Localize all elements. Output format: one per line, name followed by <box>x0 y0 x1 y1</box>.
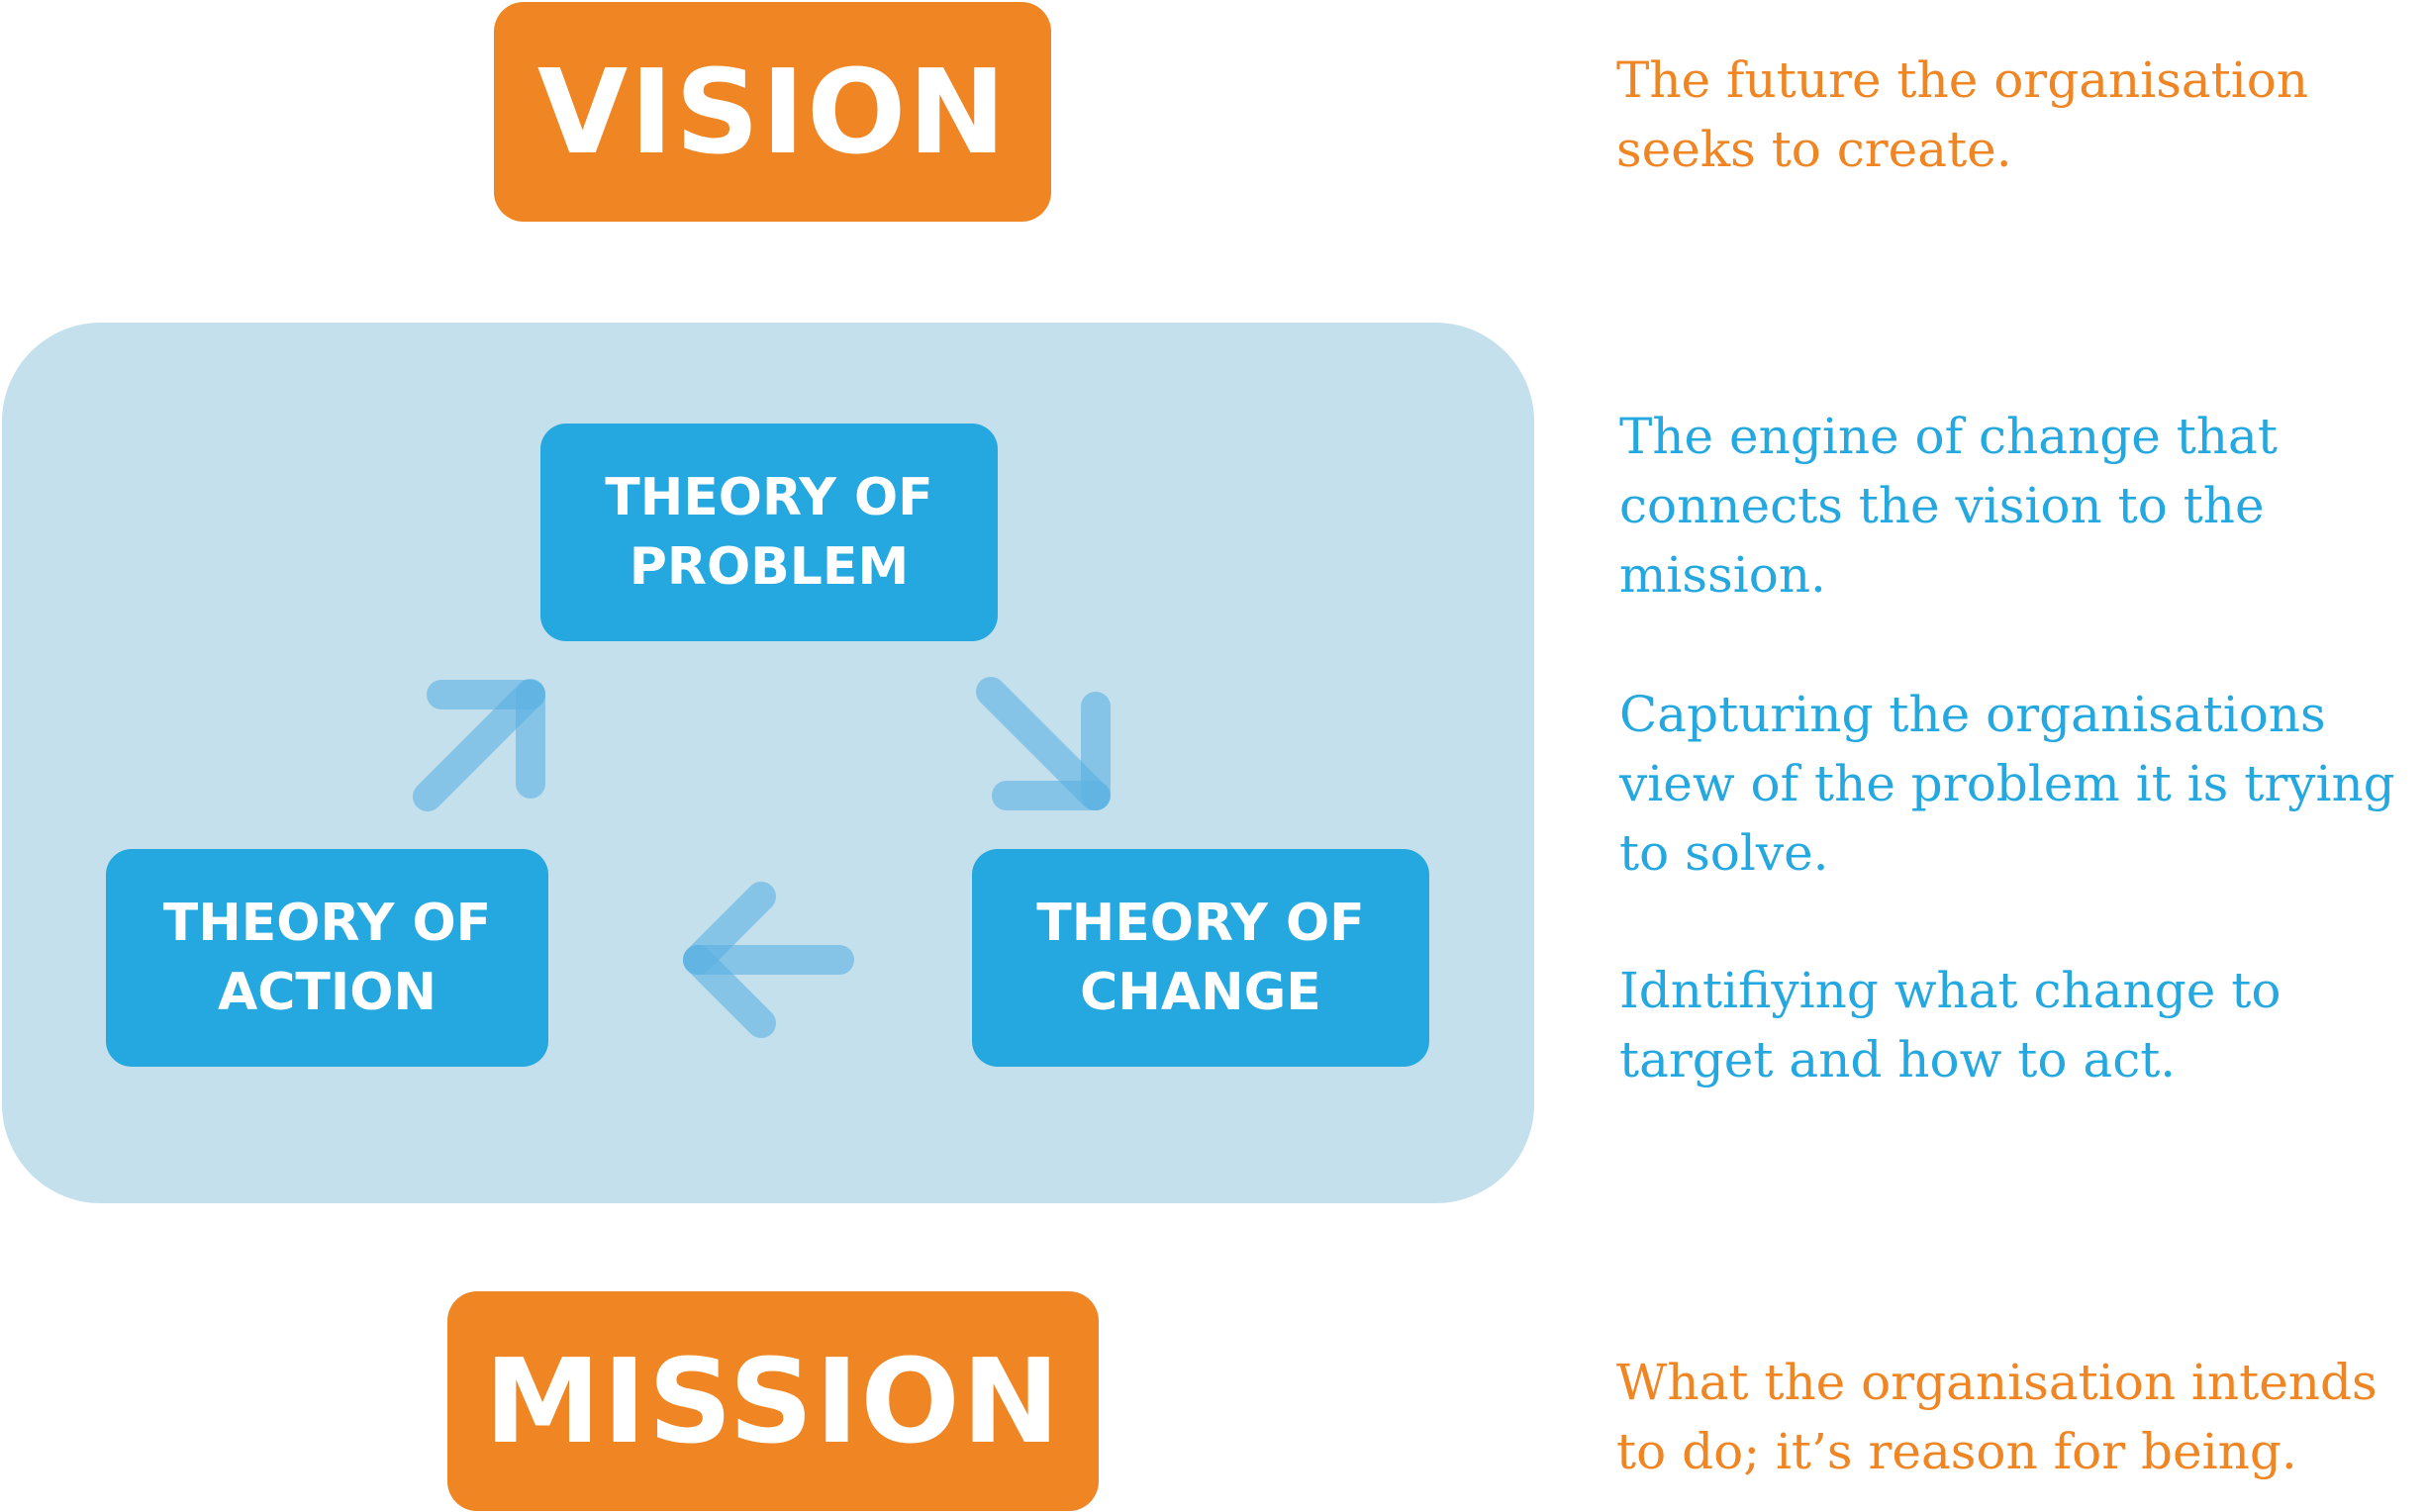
vision-description: The future the organisation seeks to cre… <box>1616 51 2309 178</box>
theory-of-change-line1: THEORY OF <box>1036 894 1365 953</box>
arrow-down-right-icon <box>976 677 1111 810</box>
theory-of-change-box: THEORY OF CHANGE <box>972 849 1429 1067</box>
arrow-left-icon <box>683 882 854 1038</box>
theory-of-change-line2: CHANGE <box>1080 963 1321 1022</box>
theory-of-action-line2: ACTION <box>218 963 437 1022</box>
theory-of-problem-line1: THEORY OF <box>605 468 933 527</box>
theory-of-action-box: THEORY OF ACTION <box>106 849 548 1067</box>
mission-label: MISSION <box>484 1333 1062 1469</box>
theory-of-problem-box: THEORY OF PROBLEM <box>540 424 998 641</box>
theory-of-problem-line2: PROBLEM <box>629 537 910 597</box>
theory-of-action-line1: THEORY OF <box>162 894 492 953</box>
vision-label: VISION <box>536 44 1009 180</box>
problem-description: Capturing the organisations view of the … <box>1619 686 2395 882</box>
engine-description: The engine of change that connects the v… <box>1619 408 2278 604</box>
arrow-up-right-icon <box>413 679 545 811</box>
target-description: Idntifiying what change to target and ho… <box>1619 962 2281 1088</box>
vision-box: VISION <box>494 2 1051 222</box>
mission-box: MISSION <box>447 1291 1099 1511</box>
mission-description: What the organisation intends to do; it’… <box>1616 1354 2378 1480</box>
